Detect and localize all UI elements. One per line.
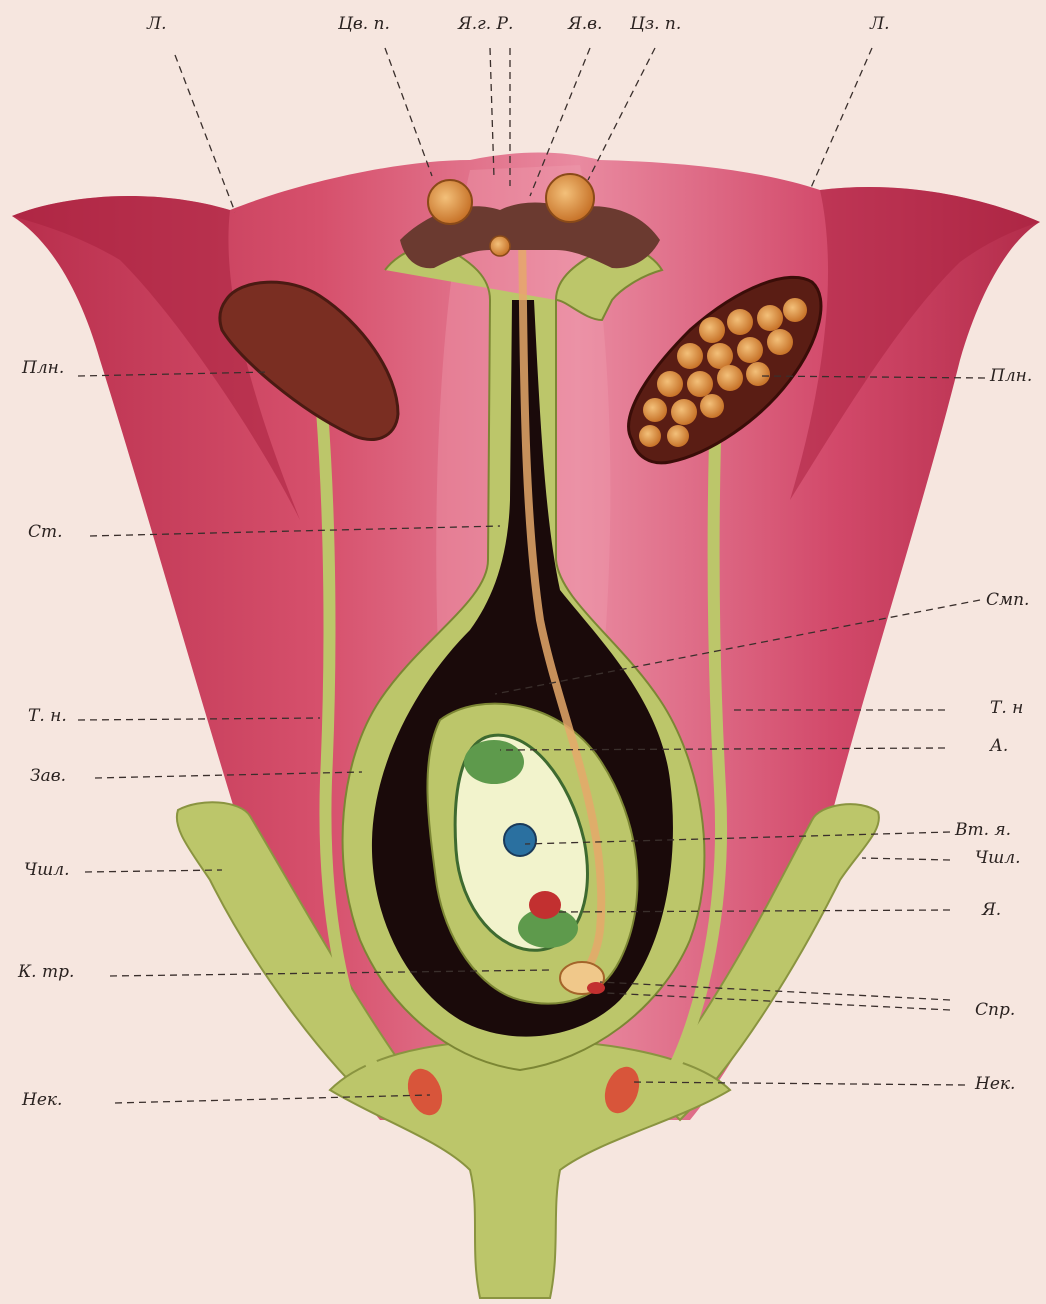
antipodal-cells (464, 740, 524, 784)
label-k-tr: К. тр. (18, 964, 74, 981)
pollen-grain-right (546, 174, 594, 222)
central-nucleus (504, 824, 536, 856)
sperm-cell (587, 982, 605, 994)
label-a: А. (990, 738, 1008, 755)
label-anther-right: Плн. (990, 368, 1032, 385)
label-style: Ст. (28, 524, 63, 541)
label-nectary-left: Нек. (22, 1092, 62, 1109)
pollen-grain-small (490, 236, 510, 256)
label-petal-right: Л. (870, 16, 890, 33)
label-anther-left: Плн. (22, 360, 64, 377)
label-yav: Я.в. (568, 16, 602, 33)
label-sepal-left: Чшл. (24, 862, 69, 879)
egg-cell (529, 891, 561, 919)
label-nectary-right: Нек. (975, 1076, 1015, 1093)
label-egg: Я. (982, 902, 1001, 919)
pollen-grain-left (428, 180, 472, 224)
label-tsz-p: Цз. п. (630, 16, 681, 33)
label-tn-left: Т. н. (28, 708, 67, 725)
label-smp: Смп. (986, 592, 1029, 609)
label-sperm: Спр. (975, 1002, 1015, 1019)
label-yag-r: Я.г. Р. (458, 16, 513, 33)
label-ovule: Зав. (30, 768, 66, 785)
label-vt-ya: Вт. я. (955, 822, 1011, 839)
label-petal-left: Л. (147, 16, 167, 33)
label-tn-right: Т. н (990, 700, 1023, 717)
label-sepal-right: Чшл. (975, 850, 1020, 867)
label-tsv-p: Цв. п. (338, 16, 390, 33)
